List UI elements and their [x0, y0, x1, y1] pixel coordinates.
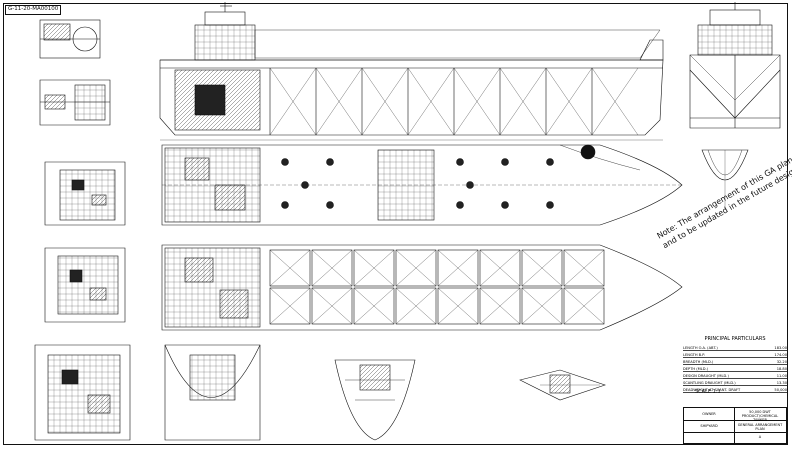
particulars-row: DEADWEIGHT AT SCANT. DRAFT 50,000: [683, 386, 787, 393]
particular-value: 183.00: [774, 346, 787, 350]
principal-particulars: PRINCIPAL PARTICULARS LENGTH O.A. (ABT.)…: [683, 336, 787, 393]
fore-sections: [164, 149, 749, 441]
particular-label: LENGTH O.A. (ABT.): [683, 346, 718, 350]
title-block: OWNER 50,000 DWT PRODUCT/CHEMICAL TANKER…: [683, 407, 787, 444]
title-block-owner: OWNER: [702, 412, 716, 416]
particulars-row: LENGTH B.P. 174.00: [683, 351, 787, 358]
particular-value: 174.00: [774, 353, 787, 357]
title-block-project: 50,000 DWT PRODUCT/CHEMICAL TANKER: [741, 410, 779, 422]
title-block-rev: A: [758, 435, 762, 439]
particular-label: SCANTLING DRAUGHT (MLD.): [683, 381, 736, 385]
particular-label: DEADWEIGHT AT SCANT. DRAFT: [683, 388, 741, 392]
tank-top-plan: [161, 244, 683, 331]
particulars-row: SCANTLING DRAUGHT (MLD.) 13.30: [683, 379, 787, 386]
scale-label: SCALE 1:1: [695, 389, 721, 395]
particular-label: BREADTH (MLD.): [683, 360, 714, 364]
particulars-row: DEPTH (MLD.) 18.80: [683, 365, 787, 372]
ship-profile: [159, 2, 664, 141]
particular-value: 18.80: [776, 367, 787, 371]
particular-label: DEPTH (MLD.): [683, 367, 709, 371]
particular-value: 11.00: [776, 374, 787, 378]
particulars-row: BREADTH (MLD.) 32.20: [683, 358, 787, 365]
particular-label: LENGTH B.P.: [683, 353, 706, 357]
sheet-border: [3, 3, 788, 445]
midship-section: [689, 2, 781, 129]
accommodation-deck-plans: [34, 19, 131, 441]
title-block-builder: SHIPYARD: [700, 424, 718, 428]
particulars-title: PRINCIPAL PARTICULARS: [704, 336, 766, 342]
title-block-drawing-title: GENERAL ARRANGEMENT PLAN: [737, 423, 783, 431]
drawing-number: G-11-20-MA00100: [5, 5, 62, 15]
particular-value: 32.20: [776, 360, 787, 364]
particulars-row: DESIGN DRAUGHT (MLD.) 11.00: [683, 372, 787, 379]
particular-value: 13.30: [776, 381, 787, 385]
upper-deck-plan: [161, 144, 683, 226]
particulars-row: LENGTH O.A. (ABT.) 183.00: [683, 344, 787, 351]
particular-label: DESIGN DRAUGHT (MLD.): [683, 374, 729, 378]
particular-value: 50,000: [774, 388, 787, 392]
